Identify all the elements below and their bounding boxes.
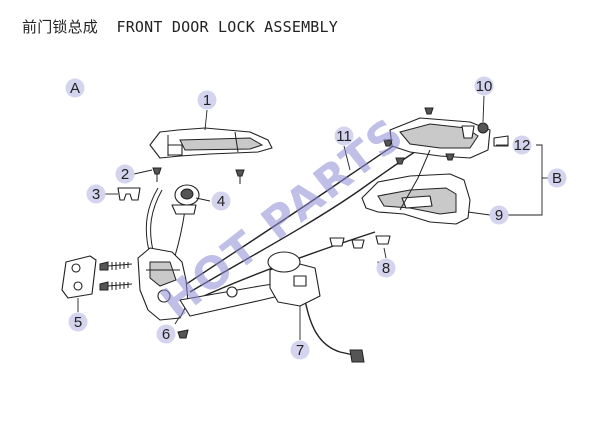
- screw-part-2: [152, 167, 245, 184]
- callout-circle: [290, 340, 310, 360]
- striker-part-5: [61, 255, 133, 299]
- clip-part-3: [117, 187, 141, 201]
- callout-label: A: [70, 80, 80, 97]
- callout-label: 10: [476, 78, 493, 95]
- callout-circle: [474, 76, 494, 96]
- callout-circle: [211, 191, 231, 211]
- callout-circle: [156, 324, 176, 344]
- callout-6: 6: [156, 324, 176, 344]
- callout-circle: [197, 90, 217, 110]
- callout-a: A: [65, 78, 85, 98]
- callout-circle: [65, 78, 85, 98]
- page-title: 前门锁总成 FRONT DOOR LOCK ASSEMBLY: [22, 18, 339, 36]
- callout-2: 2: [115, 164, 135, 184]
- wire-harness: [304, 299, 359, 357]
- callout-4: 4: [211, 191, 231, 211]
- callout-circle: [489, 205, 509, 225]
- callout-12: 12: [512, 135, 532, 155]
- inner-handle-part-9: [361, 173, 471, 225]
- leader-lines: [77, 95, 548, 340]
- callout-b: B: [547, 168, 567, 188]
- rod-outer-handle: [145, 187, 159, 256]
- outer-door-handle: [149, 127, 273, 159]
- callout-label: 6: [162, 326, 170, 343]
- actuator-part-7: [267, 251, 365, 363]
- callout-circle: [86, 184, 106, 204]
- callout-circle: [376, 258, 396, 278]
- callout-label: 12: [514, 137, 531, 154]
- callout-8: 8: [376, 258, 396, 278]
- lock-cylinder-part-4: [171, 184, 200, 215]
- callout-circle: [115, 164, 135, 184]
- callout-label: 2: [121, 166, 129, 183]
- callout-label: 1: [203, 92, 211, 109]
- callout-label: 7: [296, 342, 304, 359]
- callout-circle: [334, 126, 354, 146]
- callout-label: 8: [382, 260, 390, 277]
- callout-11: 11: [334, 126, 354, 146]
- callout-7: 7: [290, 340, 310, 360]
- callout-label: 11: [336, 128, 352, 145]
- callout-circle: [512, 135, 532, 155]
- latch-bracket-part-10-12: [383, 107, 509, 211]
- callout-label: 5: [74, 314, 82, 331]
- callout-5: 5: [68, 312, 88, 332]
- callout-label: B: [552, 170, 562, 187]
- callout-label: 9: [495, 207, 503, 224]
- callout-circle: [68, 312, 88, 332]
- callout-10: 10: [474, 76, 494, 96]
- callout-circle: [547, 168, 567, 188]
- callout-3: 3: [86, 184, 106, 204]
- callout-label: 3: [92, 186, 100, 203]
- callout-label: 4: [217, 193, 225, 210]
- callout-9: 9: [489, 205, 509, 225]
- callout-1: 1: [197, 90, 217, 110]
